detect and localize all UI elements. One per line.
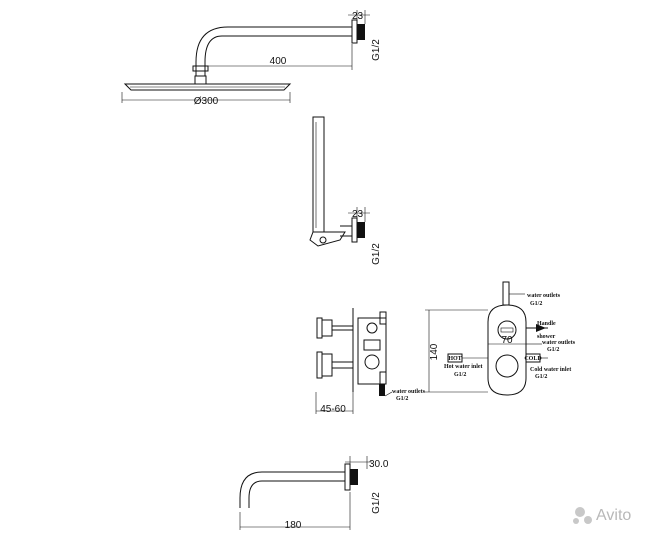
front-top-outlet-size: G1/2 [530, 301, 542, 307]
side-outlet-size: G1/2 [396, 396, 408, 402]
dim-23-hand: 23 [352, 209, 364, 220]
dim-180: 180 [285, 520, 302, 531]
dim-300: Ø300 [194, 96, 219, 107]
dim-70: 70 [501, 335, 513, 346]
side-outlet-label: water outlets [392, 389, 426, 395]
dim-g12-arm: G1/2 [371, 39, 382, 61]
mixer-front-drawing: water outlets G1/2 Handle shower water o… [425, 281, 576, 396]
hot-inlet-label: Hot water inlet [444, 364, 483, 370]
dim-400: 400 [270, 56, 287, 67]
front-top-outlet-label: water outlets [527, 293, 561, 299]
front-right-outlet-label: water outlets [542, 340, 576, 346]
dim-45-60: 45-60 [320, 404, 346, 415]
hot-tag: HOT [448, 356, 461, 362]
front-right-outlet-size: G1/2 [547, 347, 559, 353]
cold-inlet-label: Cold water inlet [530, 367, 571, 373]
watermark-text: Avito [596, 507, 631, 524]
hand-shower-drawing: 23 G1/2 [309, 116, 382, 265]
handle-label-1: Handle [537, 321, 556, 327]
handle-label-2: shower [537, 334, 556, 340]
mixer-side-drawing: water outlets G1/2 45-60 [315, 308, 426, 415]
hot-inlet-size: G1/2 [454, 372, 466, 378]
cold-tag: COLD [524, 356, 542, 362]
dim-23-arm: 23 [352, 11, 364, 22]
cold-inlet-size: G1/2 [535, 374, 547, 380]
dim-30: 30.0 [369, 459, 389, 470]
dim-g12-hand: G1/2 [371, 243, 382, 265]
dim-g12-spout: G1/2 [371, 492, 382, 514]
dim-140: 140 [429, 343, 440, 360]
shower-arm-drawing: 23 G1/2 400 Ø300 [121, 10, 382, 107]
spout-drawing: 30.0 G1/2 180 [239, 456, 389, 531]
watermark-logo: Avito [573, 507, 631, 524]
